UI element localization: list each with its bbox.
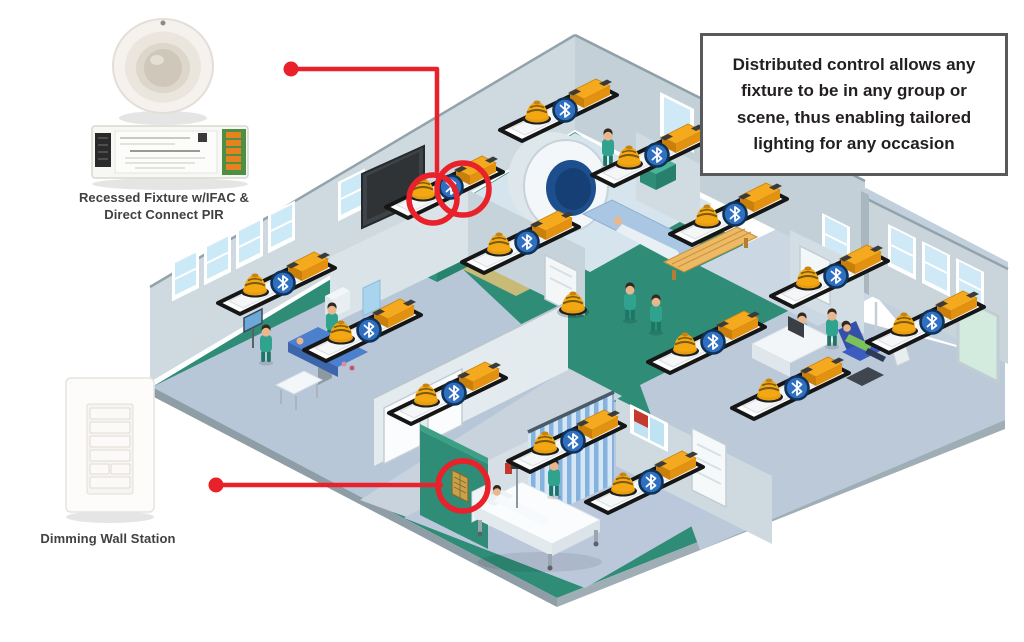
window-red-blue (630, 404, 668, 452)
wall-keypad (451, 469, 469, 503)
callout-dot (208, 477, 224, 493)
highlight-circle-driver (434, 160, 492, 218)
wall-station-photo (65, 377, 155, 523)
glass-panel (956, 293, 1000, 385)
pir-sensor-photo (112, 18, 214, 125)
dental-chair (838, 302, 911, 386)
red-annotations (208, 61, 492, 514)
callout-line-fixture (288, 66, 440, 174)
highlight-circle-pir (406, 172, 460, 226)
callout-dot (283, 61, 299, 77)
note-text: Distributed control allows any fixture t… (732, 54, 976, 153)
dimming-wall-station-label: Dimming Wall Station (40, 531, 176, 546)
mri-scanner (508, 132, 704, 260)
keypad-buttons (89, 407, 131, 489)
recessed-fixture-label: Recessed Fixture w/IFAC & Direct Connect… (78, 190, 250, 222)
patient-figure (613, 216, 623, 226)
led-driver-photo (91, 125, 249, 190)
call-device (505, 463, 512, 474)
floor-pir-sensor (557, 290, 589, 318)
note-box: Distributed control allows any fixture t… (700, 33, 1008, 176)
highlight-circle-keypad (435, 458, 491, 514)
office-desk (750, 316, 838, 377)
hospital-bed (471, 481, 602, 572)
bench (662, 226, 759, 280)
